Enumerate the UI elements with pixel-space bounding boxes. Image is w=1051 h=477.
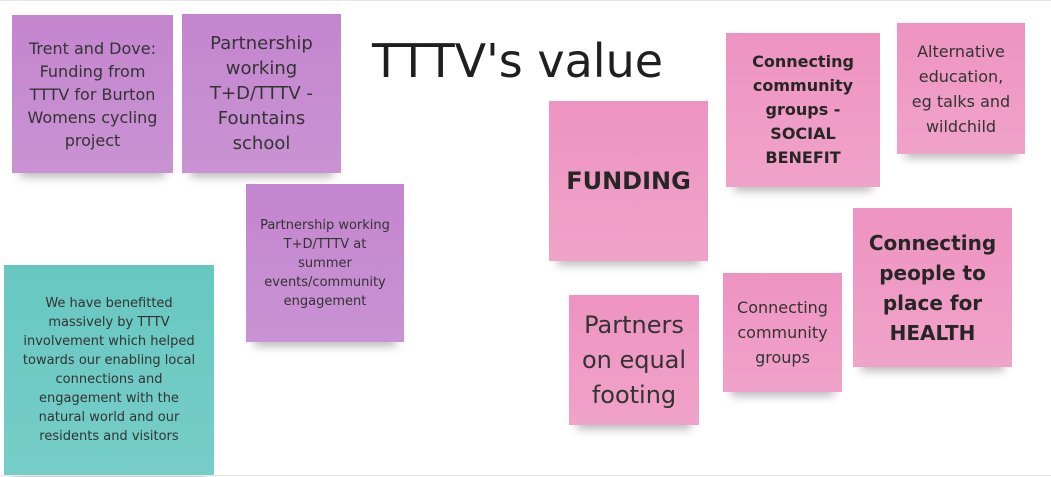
sticky-note-health[interactable]: Connecting people to place for HEALTH xyxy=(853,208,1012,367)
sticky-note-text: Connecting people to place for HEALTH xyxy=(868,230,997,345)
sticky-note-text: Partners on equal footing xyxy=(581,310,687,409)
sticky-note-text: We have benefitted massively by TTTV inv… xyxy=(22,296,196,444)
sticky-note-funding[interactable]: FUNDING xyxy=(549,101,708,261)
sticky-note-community-groups[interactable]: Connecting community groups xyxy=(723,273,842,392)
sticky-note-partners[interactable]: Partners on equal footing xyxy=(569,295,699,425)
sticky-note-fountains[interactable]: Partnership working T+D/TTTV - Fountains… xyxy=(182,14,341,173)
sticky-note-text: Connecting community groups xyxy=(737,298,828,367)
sticky-note-text: Partnership working T+D/TTTV - Fountains… xyxy=(210,33,313,154)
sticky-note-social-benefit[interactable]: Connecting community groups - SOCIAL BEN… xyxy=(726,33,880,187)
sticky-note-text: Alternative education, eg talks and wild… xyxy=(911,41,1011,136)
sticky-note-text: Trent and Dove: Funding from TTTV for Bu… xyxy=(27,38,158,150)
sticky-note-text: FUNDING xyxy=(566,167,691,195)
sticky-note-summer-events[interactable]: Partnership working T+D/TTTV at summer e… xyxy=(246,184,404,342)
sticky-note-text: Partnership working T+D/TTTV at summer e… xyxy=(260,217,390,309)
board-edge-bottom xyxy=(0,475,1051,476)
board-edge-top xyxy=(0,0,1051,1)
sticky-note-trent-dove[interactable]: Trent and Dove: Funding from TTTV for Bu… xyxy=(12,15,173,173)
sticky-note-text: Connecting community groups - SOCIAL BEN… xyxy=(752,52,854,167)
board-title: TTTV's value xyxy=(372,34,664,88)
sticky-note-alt-education[interactable]: Alternative education, eg talks and wild… xyxy=(897,23,1025,154)
sticky-note-benefitted[interactable]: We have benefitted massively by TTTV inv… xyxy=(4,265,214,475)
